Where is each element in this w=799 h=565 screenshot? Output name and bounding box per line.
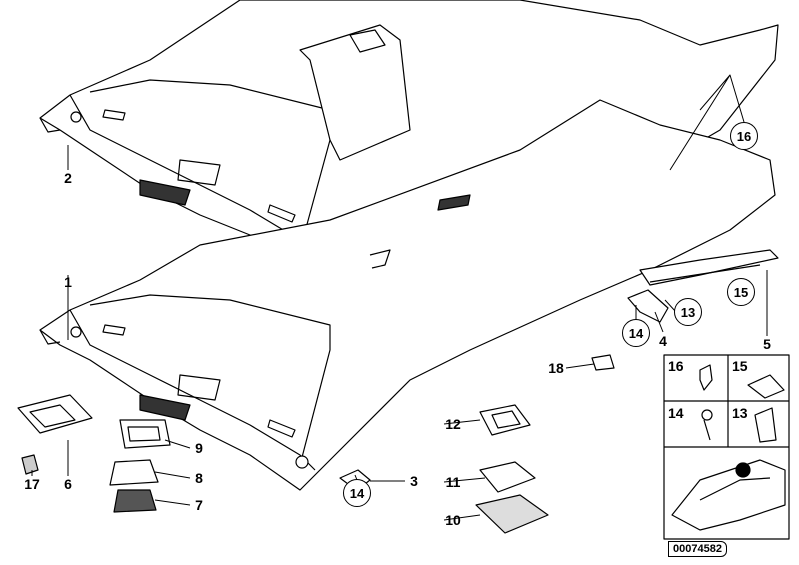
detail-box	[663, 354, 790, 540]
part-label-4: 4	[659, 333, 667, 349]
detail-cell-16: 16	[668, 358, 684, 374]
part-label-5: 5	[763, 336, 771, 352]
part-label-3: 3	[410, 473, 418, 489]
part-label-8: 8	[195, 470, 203, 486]
part-label-12: 12	[445, 416, 461, 432]
circled-label-14: 14	[622, 319, 650, 347]
part-label-9: 9	[195, 440, 203, 456]
small-parts	[17, 289, 669, 534]
part-label-2: 2	[64, 170, 72, 186]
part-label-11: 11	[445, 474, 461, 490]
headliner-lower	[39, 99, 779, 491]
detail-cell-15: 15	[732, 358, 748, 374]
circled-label-16: 16	[730, 122, 758, 150]
detail-cell-14: 14	[668, 405, 684, 421]
detail-cell-13: 13	[732, 405, 748, 421]
part-label-10: 10	[445, 512, 461, 528]
part-label-1: 1	[64, 274, 72, 290]
part-label-17: 17	[24, 476, 40, 492]
circled-label-14: 14	[343, 479, 371, 507]
headliner-upper	[39, 0, 779, 276]
circled-label-13: 13	[674, 298, 702, 326]
diagram-part-number: 00074582	[668, 541, 727, 557]
circled-label-15: 15	[727, 278, 755, 306]
part-label-6: 6	[64, 476, 72, 492]
part-label-18: 18	[548, 360, 564, 376]
part-label-7: 7	[195, 497, 203, 513]
